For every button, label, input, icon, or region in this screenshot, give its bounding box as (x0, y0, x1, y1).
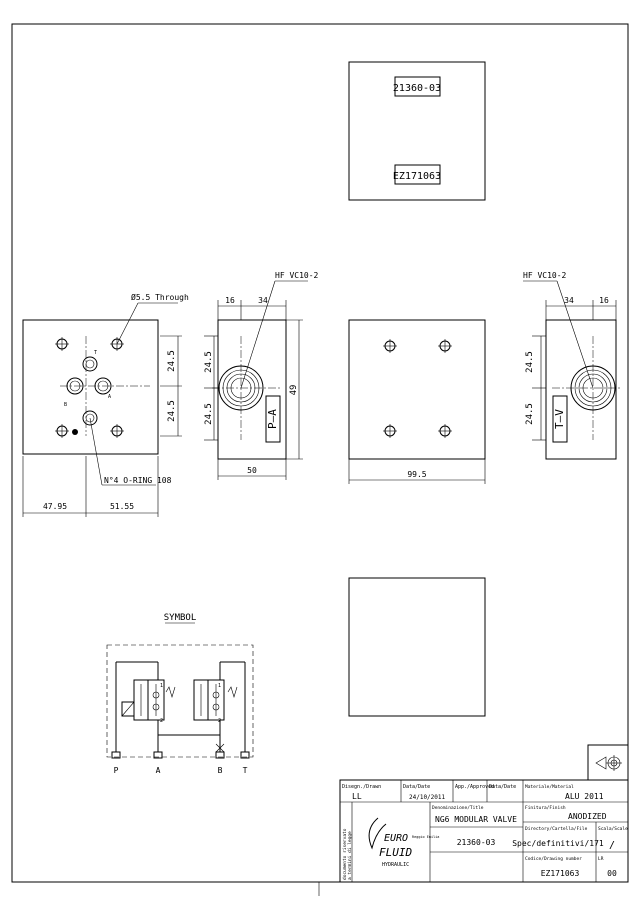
drawing-code-top: EZ171063 (393, 171, 441, 182)
svg-text:2: 2 (160, 718, 163, 724)
port-p: P (114, 766, 119, 775)
v2-dim-top: 24.5 (204, 351, 214, 373)
name-value: NG6 MODULAR VALVE (435, 815, 517, 824)
v2-dim-height: 49 (289, 385, 299, 396)
v2-dim-34: 34 (258, 296, 268, 305)
port-t: T (243, 766, 248, 775)
finish-value: ANODIZED (568, 812, 607, 821)
v4-dim-34: 34 (564, 296, 574, 305)
side-note-2: a termini di legge (347, 831, 353, 880)
side-note-1: documento riservato (342, 828, 348, 880)
finish-label: Finitura/Finish (525, 805, 566, 811)
material-label: Materiale/Material (525, 784, 574, 790)
hole-note: Ø5.5 Through (131, 292, 189, 302)
scale-value: / (609, 840, 615, 851)
drawing-code-box (394, 164, 441, 185)
logo-fluid: FLUID (379, 846, 412, 859)
view-top-face: 99.5 (348, 319, 486, 484)
hf-label-right: HF VC10-2 (523, 271, 567, 280)
view-side-tb: T—V HF VC10-2 34 16 24.5 24.5 (523, 271, 622, 460)
v3-dim-width: 99.5 (407, 470, 426, 479)
port-small-a: A (108, 394, 111, 400)
port-label-pa: P—A (266, 409, 279, 429)
view-side-pa: P—A HF VC10-2 16 34 24.5 24.5 49 50 (204, 271, 319, 480)
date2-label: Data/Date (489, 784, 516, 790)
v2-dim-16: 16 (225, 296, 235, 305)
v4-dim-bottom: 24.5 (525, 403, 535, 425)
directory-value: Spec/definitivi/171 (512, 839, 604, 848)
drawn-label: Disegn./Drawn (342, 784, 381, 790)
drawing-no-label: Codice/Drawing number (525, 856, 582, 862)
directory-label: Directory/Cartella/File (525, 826, 588, 832)
rev-value: 00 (607, 869, 617, 878)
v2-dim-bottom: 24.5 (204, 403, 214, 425)
lower-plate (348, 577, 486, 717)
svg-text:1: 1 (160, 683, 163, 689)
port-b: B (218, 766, 223, 775)
name-label: Denominazione/Title (432, 805, 484, 811)
port-small-t: T (94, 350, 97, 356)
scale-label: Scala/Scale (598, 826, 628, 832)
symbol-title: SYMBOL (164, 613, 197, 623)
drawn-value: LL (352, 792, 362, 801)
v1-dim-left: 47.95 (43, 502, 67, 511)
material-value: ALU 2011 (565, 792, 604, 801)
approved-label: App./Approved (455, 784, 494, 790)
hydraulic-symbol: SYMBOL 1 2 1 2 (106, 613, 254, 775)
logo-mark (368, 817, 387, 850)
view-bottom-face: T B A Ø5.5 Through N°4 O-RING 108 24.5 2… (22, 292, 189, 517)
label-plate (348, 61, 486, 201)
v1-dim-bottom: 24.5 (167, 400, 177, 422)
date-value: 24/10/2011 (409, 794, 446, 801)
v4-dim-top: 24.5 (525, 351, 535, 373)
port-small-b: B (64, 402, 67, 408)
logo-hydraulic: HYDRAULIC (382, 862, 409, 868)
svg-text:1: 1 (218, 683, 221, 689)
v1-dim-top: 24.5 (167, 350, 177, 372)
oring-note: N°4 O-RING 108 (104, 476, 172, 485)
logo-euro: EURO (384, 833, 408, 844)
drawing-no-value: EZ171063 (541, 869, 580, 878)
hf-label-left: HF VC10-2 (275, 271, 319, 280)
projection-icon (595, 755, 622, 771)
label-code-box (394, 76, 441, 97)
date-label: Data/Date (403, 784, 430, 790)
v4-dim-16: 16 (599, 296, 609, 305)
v1-dim-right: 51.55 (110, 502, 134, 511)
part-code-top: 21360-03 (393, 83, 441, 94)
logo-reg: Reggio Emilia (412, 835, 439, 839)
name-code: 21360-03 (457, 838, 496, 847)
title-block: Disegn./Drawn LL Data/Date 24/10/2011 Ap… (318, 779, 629, 896)
v2-dim-width: 50 (247, 466, 257, 475)
port-a: A (156, 766, 161, 775)
port-label-tb: T—V (553, 409, 566, 429)
sheet-border (11, 23, 629, 883)
rev-label: LR (598, 856, 604, 862)
